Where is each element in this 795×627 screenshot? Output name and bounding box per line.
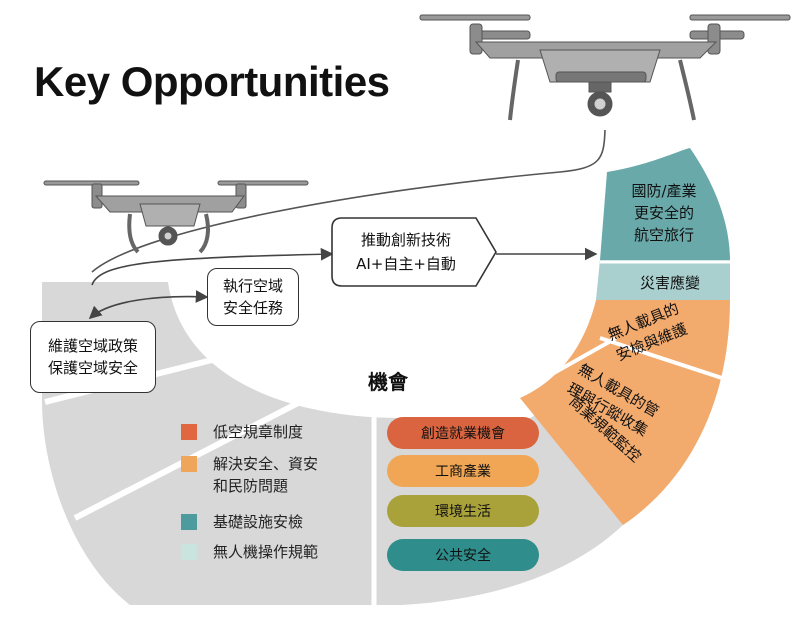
curve-to-top-drone xyxy=(91,129,606,273)
segment-disaster-label: 災害應變 xyxy=(639,274,700,292)
small-drone-icon xyxy=(43,180,309,254)
innovation-arrow-outline xyxy=(331,217,497,287)
opportunity-pill: 環境生活 xyxy=(387,495,539,527)
opportunity-pill: 工商產業 xyxy=(387,455,539,487)
legend-item: 基礎設施安檢 xyxy=(181,511,303,533)
ring-teal-dark-segment xyxy=(600,148,730,260)
segment-defense-line3: 航空旅行 xyxy=(633,226,694,244)
legend-item: 低空規章制度 xyxy=(181,421,303,443)
segment-defense-line2: 更安全的 xyxy=(633,204,694,222)
legend-label: 解決安全、資安和民防問題 xyxy=(213,455,319,495)
flow-box-policy: 維護空域政策 保護空域安全 xyxy=(30,321,156,393)
flow-box-mission-line2: 安全任務 xyxy=(222,299,283,317)
arrow-to-innovation xyxy=(91,247,334,286)
opportunity-pill: 公共安全 xyxy=(387,539,539,571)
legend-swatch xyxy=(181,514,197,530)
page-title: Key Opportunities xyxy=(34,58,390,105)
large-drone-icon xyxy=(419,14,791,121)
legend-swatch xyxy=(181,544,197,560)
legend-label: 無人機操作規範 xyxy=(213,543,319,561)
legend-swatch xyxy=(181,456,197,472)
legend-label: 低空規章制度 xyxy=(213,423,304,441)
flow-box-innovation-line2: AI+自主+自動 xyxy=(356,255,456,273)
flow-box-mission: 執行空域 安全任務 xyxy=(207,268,299,326)
flow-box-policy-line2: 保護空域安全 xyxy=(47,359,138,377)
flow-box-policy-line1: 維護空域政策 xyxy=(47,337,138,355)
arrow-between-boxes xyxy=(88,290,209,320)
flow-box-innovation-line1: 推動創新技術 xyxy=(360,231,451,249)
orange-divider-1 xyxy=(599,336,729,382)
legend-item: 無人機操作規範 xyxy=(181,541,318,563)
legend-item: 解決安全、資安和民防問題 xyxy=(181,453,318,497)
legend-swatch xyxy=(181,424,197,440)
flow-box-mission-line1: 執行空域 xyxy=(222,277,283,295)
opportunity-pill: 創造就業機會 xyxy=(387,417,539,449)
legend-label: 基礎設施安檢 xyxy=(213,513,304,531)
flow-box-innovation: 推動創新技術 AI+自主+自動 xyxy=(332,218,496,286)
segment-defense-label: 國防/產業 更安全的 航空旅行 xyxy=(614,180,714,246)
ring-teal-light-segment xyxy=(596,260,730,300)
orange-divider-2 xyxy=(544,336,617,380)
ring-orange-segment xyxy=(520,300,730,525)
center-label: 機會 xyxy=(368,370,408,394)
segment-defense-line1: 國防/產業 xyxy=(631,182,697,200)
